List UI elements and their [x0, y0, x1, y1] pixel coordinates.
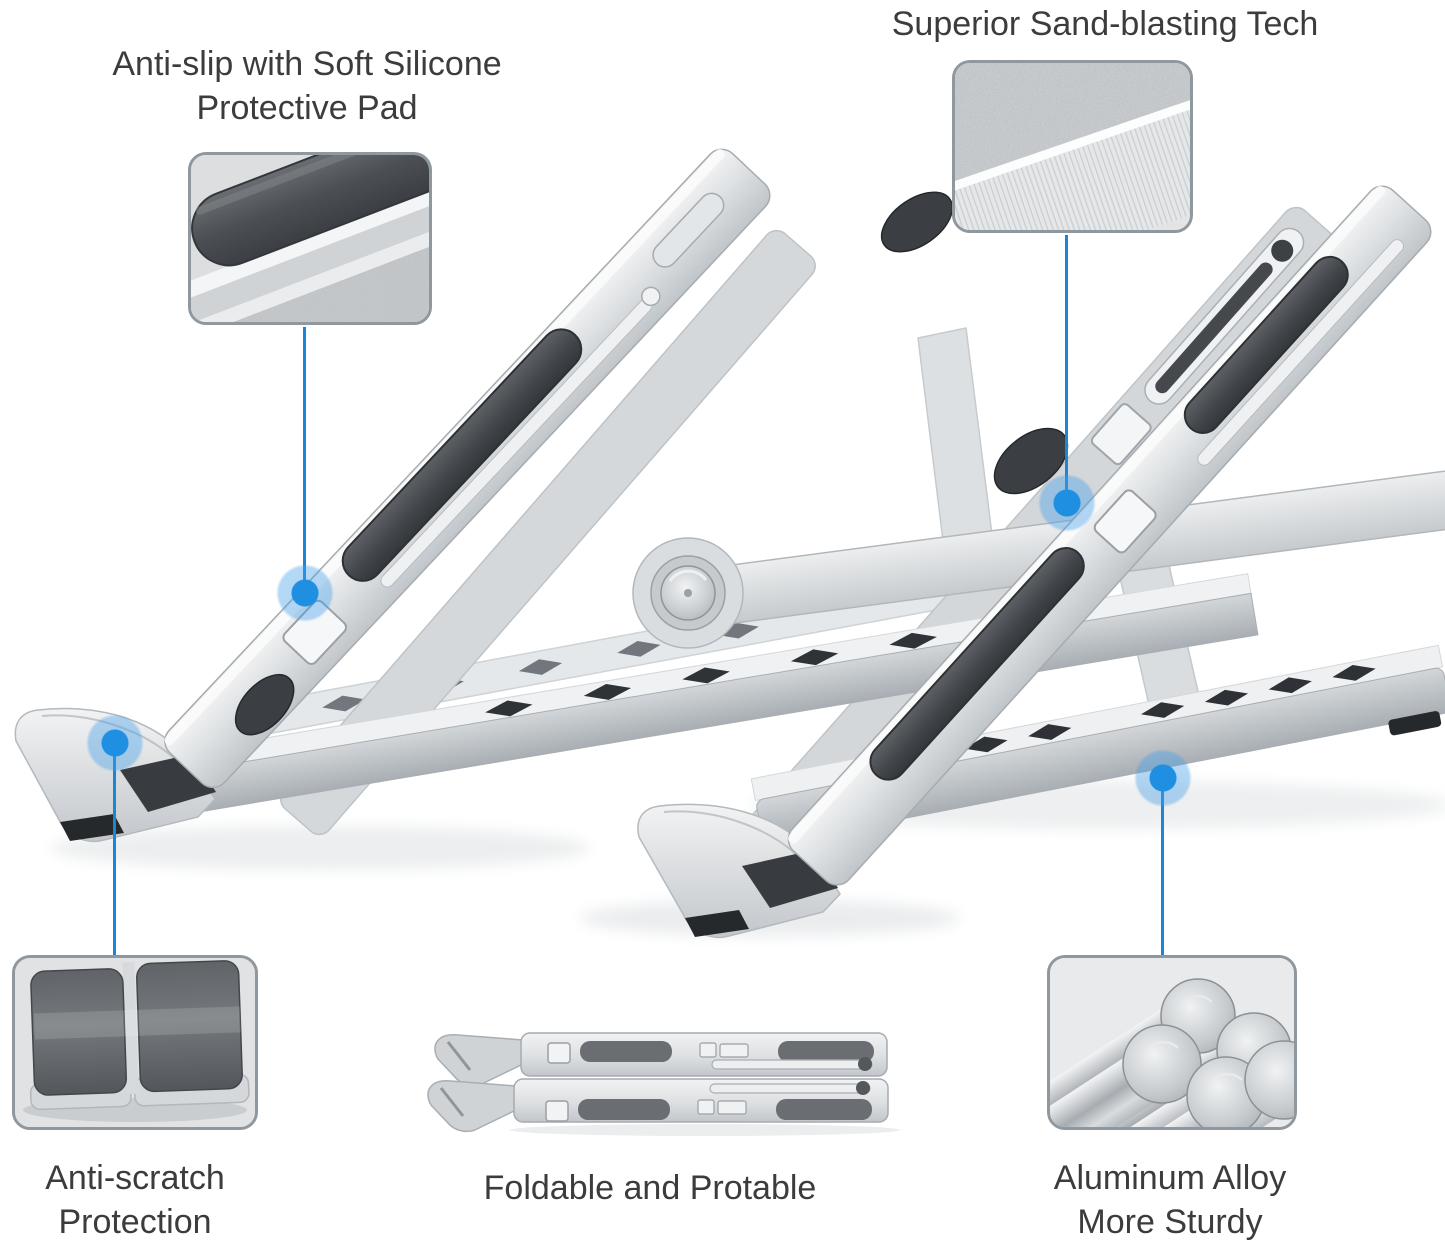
marker-dot-silicone-pad — [275, 563, 335, 623]
pivot-knob — [880, 191, 954, 253]
left-front-arm — [164, 148, 771, 789]
connector-line-top-left — [303, 327, 306, 593]
feature-label-line: Aluminum Alloy — [1053, 1159, 1287, 1197]
connector-line-bottom-right — [1161, 778, 1164, 955]
feature-label-foldable: Foldable and Protable — [390, 1166, 910, 1210]
connector-line-bottom-left — [113, 743, 116, 955]
callout-image-sandblasted-surface — [952, 60, 1193, 233]
silicone-pad — [869, 547, 1085, 781]
marker-dot-anti-scratch — [85, 713, 145, 773]
connector-line-top-right — [1065, 235, 1068, 503]
silicone-pad — [341, 328, 583, 582]
feature-label-line: More Sturdy — [1077, 1203, 1263, 1242]
folded-stand-photo — [427, 1032, 900, 1136]
folded-bar-top — [434, 1032, 888, 1087]
feature-label-line: Anti-slip with Soft Silicone — [112, 45, 502, 83]
center-hinge — [632, 537, 744, 649]
feature-label-line: Protective Pad — [196, 89, 418, 128]
feature-label-line: Protection — [58, 1203, 212, 1242]
feature-label-anti-scratch: Anti-scratch Protection — [0, 1156, 270, 1244]
callout-image-silicone-pad — [188, 152, 432, 325]
left-rear-arm — [279, 229, 816, 836]
feature-label-line: Superior Sand-blasting Tech — [891, 5, 1319, 43]
feature-label-anti-slip: Anti-slip with Soft Silicone Protective … — [45, 42, 569, 130]
feature-label-line: Anti-scratch — [45, 1159, 225, 1197]
folded-bar-bottom — [427, 1078, 889, 1133]
callout-image-anti-scratch-pads — [12, 955, 258, 1130]
feature-label-aluminum: Aluminum Alloy More Sturdy — [1030, 1156, 1310, 1244]
marker-dot-aluminum-base — [1133, 748, 1193, 808]
callout-image-aluminum-rods — [1047, 955, 1297, 1130]
marker-dot-sandblasted-surface — [1037, 473, 1097, 533]
silicone-pad — [1183, 255, 1349, 434]
feature-label-sandblasting: Superior Sand-blasting Tech — [845, 2, 1365, 46]
feature-label-line: Foldable and Protable — [483, 1169, 817, 1207]
